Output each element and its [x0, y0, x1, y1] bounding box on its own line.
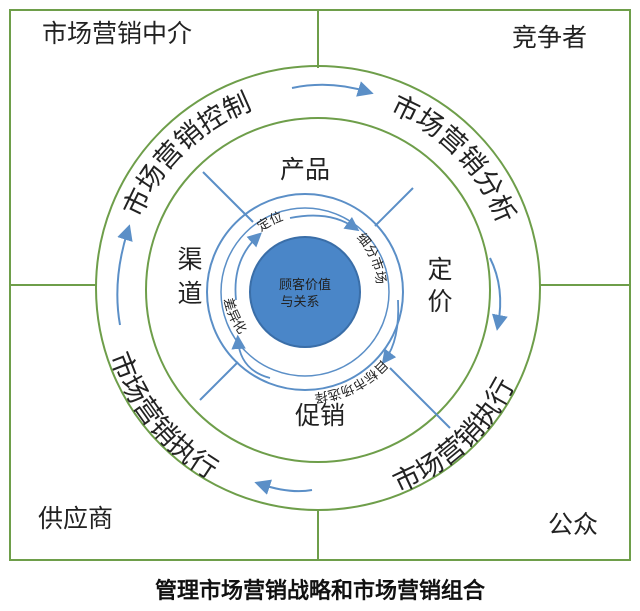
mix-label-product: 产品: [280, 155, 330, 184]
strategy-ring-inner: [220, 207, 390, 377]
mix-label-place-1: 渠: [177, 245, 202, 274]
mix-label-promotion: 促销: [295, 401, 345, 430]
cycle-arrows: [116, 81, 508, 495]
step-label-positioning: 定位: [255, 210, 285, 235]
arrow-icon: [381, 299, 400, 365]
diagram-title: 管理市场营销战略和市场营销组合: [155, 578, 486, 604]
arrow-icon: [489, 257, 508, 331]
ring-label-control: 市场营销控制: [118, 87, 256, 222]
arrow-icon: [234, 232, 262, 301]
mix-dividers: [199, 171, 451, 429]
arrow-icon: [116, 224, 133, 326]
core-label-line1: 顾客价值: [279, 277, 331, 293]
strategy-arrows: [231, 214, 400, 379]
customer-value-core: [249, 236, 361, 348]
arrow-icon: [231, 334, 271, 379]
arrow-icon: [291, 81, 374, 97]
ring-label-implementation-left: 市场营销执行: [103, 348, 223, 486]
corner-label-competitors: 竞争者: [512, 23, 587, 52]
mix-label-price-1: 定: [427, 255, 452, 284]
environment-frame: [9, 9, 631, 561]
arrow-icon: [289, 214, 360, 232]
ring-label-analysis: 市场营销分析: [386, 90, 521, 228]
outer-ring: [95, 65, 541, 511]
strategy-ring-outer: [206, 193, 404, 391]
mix-ring: [145, 117, 491, 463]
mix-label-price-2: 价: [427, 287, 452, 316]
step-label-targeting: 目标市场选择: [314, 357, 391, 405]
mix-label-place-2: 道: [177, 279, 202, 308]
corner-label-publics: 公众: [548, 510, 598, 539]
corner-label-suppliers: 供应商: [38, 504, 113, 533]
arrow-icon: [254, 479, 313, 495]
corner-label-intermediaries: 市场营销中介: [42, 19, 192, 48]
core-label-line2: 与关系: [280, 295, 319, 310]
